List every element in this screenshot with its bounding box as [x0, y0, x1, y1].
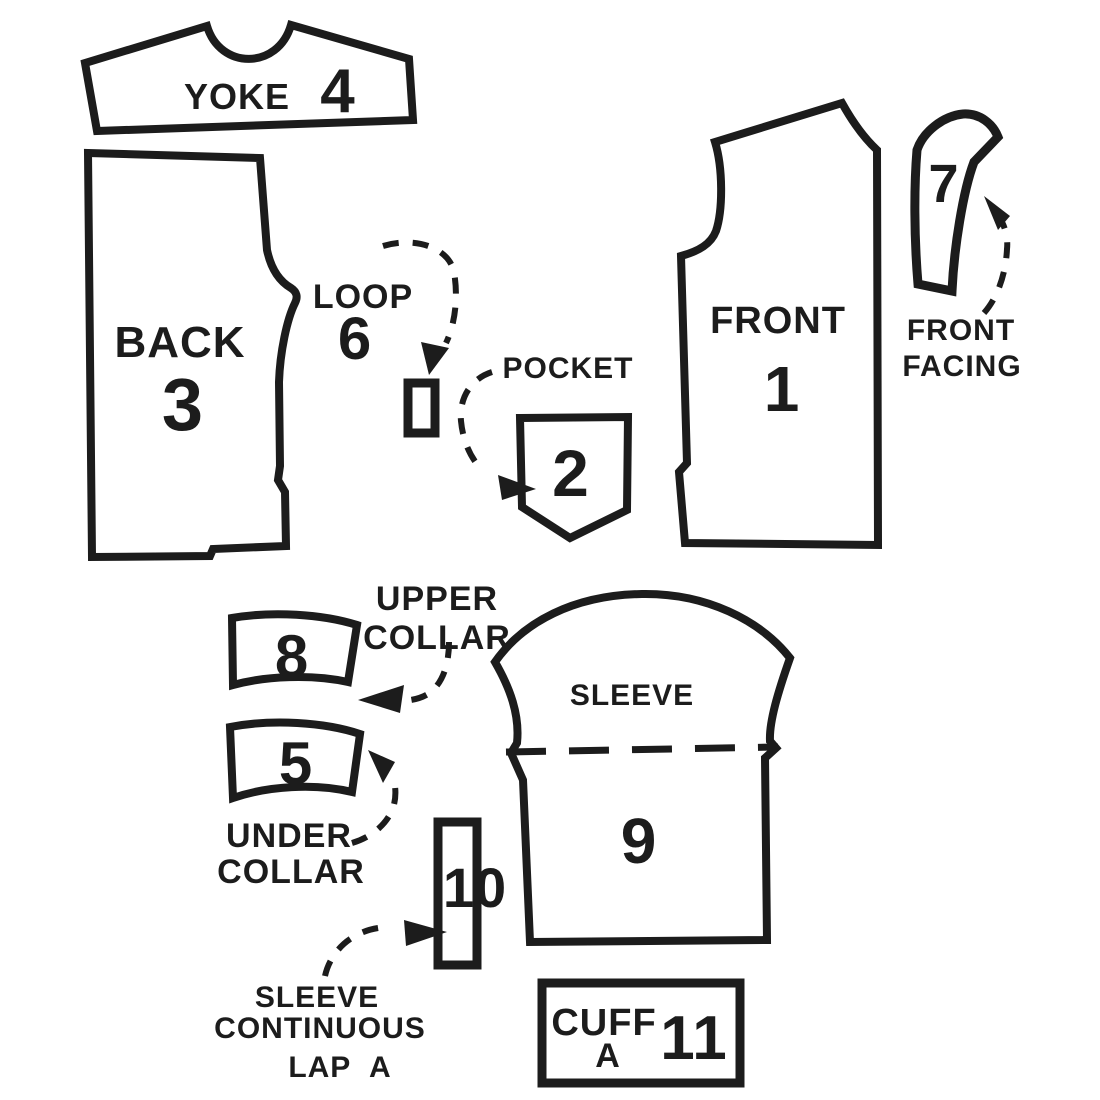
pocket-label: POCKET: [502, 352, 633, 385]
cuff-label-line1: CUFF: [551, 1002, 656, 1044]
sleeve-fold-line: [505, 743, 779, 756]
upper-collar-number: 8: [275, 623, 309, 690]
front-facing-arrow-curve: [981, 220, 1011, 315]
under-collar-outline: [225, 718, 365, 804]
loop-number: 6: [338, 305, 372, 372]
back-number: 3: [162, 363, 204, 446]
cuff-label-line2: A: [595, 1037, 621, 1075]
front-label: FRONT: [710, 300, 846, 342]
pocket-arrow: [457, 369, 536, 500]
sleeve-outline: [490, 589, 795, 947]
under-collar-label-line1: UNDER: [226, 817, 352, 855]
sleeve-lap-label-line1: SLEEVE: [255, 981, 379, 1014]
under-collar-arrow-curve: [351, 780, 399, 846]
loop-outline: [403, 378, 440, 438]
pocket-arrowhead-icon: [498, 475, 536, 500]
yoke-label: YOKE: [184, 76, 290, 117]
front-facing-piece: 7 FRONT FACING: [902, 109, 1021, 383]
sleeve-lap-label-line3: LAP A: [288, 1051, 391, 1084]
front-piece: FRONT 1: [674, 98, 883, 550]
cuff-piece: CUFF A 11: [537, 978, 745, 1088]
sleeve-lap-label-line2: CONTINUOUS: [214, 1012, 426, 1045]
pocket-arrow-curve: [457, 369, 494, 474]
sleeve-number: 9: [621, 805, 658, 877]
sleeve-lap-piece: 10 SLEEVE CONTINUOUS LAP A: [214, 817, 507, 1084]
cuff-number: 11: [660, 1004, 728, 1073]
loop-arrowhead-icon: [421, 342, 449, 375]
cuff-outline: [537, 978, 745, 1088]
yoke-outline: [80, 20, 418, 136]
upper-collar-arrow: [358, 641, 452, 713]
upper-collar-outline: [227, 610, 362, 691]
loop-label: LOOP: [313, 278, 413, 316]
back-label: BACK: [114, 318, 245, 367]
pocket-number: 2: [552, 436, 590, 510]
under-collar-number: 5: [279, 730, 313, 797]
sleeve-lap-arrow-curve: [322, 924, 393, 977]
under-collar-piece: 5 UNDER COLLAR: [217, 718, 365, 891]
back-outline: [83, 148, 301, 562]
front-facing-label-line1: FRONT: [907, 314, 1015, 347]
front-facing-arrow: [981, 196, 1011, 315]
upper-collar-piece: 8 UPPER COLLAR: [227, 580, 511, 691]
sleeve-lap-arrow: [322, 920, 447, 977]
front-outline: [674, 98, 883, 550]
front-facing-number: 7: [928, 154, 959, 214]
front-facing-label-line2: FACING: [902, 350, 1021, 383]
upper-collar-arrowhead-icon: [358, 685, 404, 713]
pocket-piece: POCKET 2: [502, 352, 633, 543]
back-piece: BACK 3: [83, 148, 301, 562]
loop-arrow-curve: [382, 239, 459, 345]
upper-collar-label-line2: COLLAR: [363, 619, 511, 657]
sleeve-lap-arrowhead-icon: [404, 920, 447, 946]
yoke-piece: YOKE 4: [80, 20, 418, 136]
under-collar-arrow: [351, 750, 399, 846]
sleeve-piece: SLEEVE 9: [490, 589, 795, 947]
loop-piece: LOOP 6: [313, 278, 440, 438]
front-facing-arrowhead-icon: [984, 196, 1010, 230]
under-collar-arrowhead-icon: [368, 750, 395, 783]
sleeve-lap-outline: [433, 817, 482, 970]
front-facing-outline: [910, 109, 1004, 297]
yoke-number: 4: [320, 57, 355, 126]
front-number: 1: [764, 353, 801, 425]
upper-collar-label-line1: UPPER: [376, 580, 498, 618]
under-collar-label-line2: COLLAR: [217, 853, 365, 891]
sleeve-label: SLEEVE: [570, 679, 694, 712]
loop-arrow: [382, 239, 459, 375]
sleeve-lap-number: 10: [443, 856, 507, 919]
